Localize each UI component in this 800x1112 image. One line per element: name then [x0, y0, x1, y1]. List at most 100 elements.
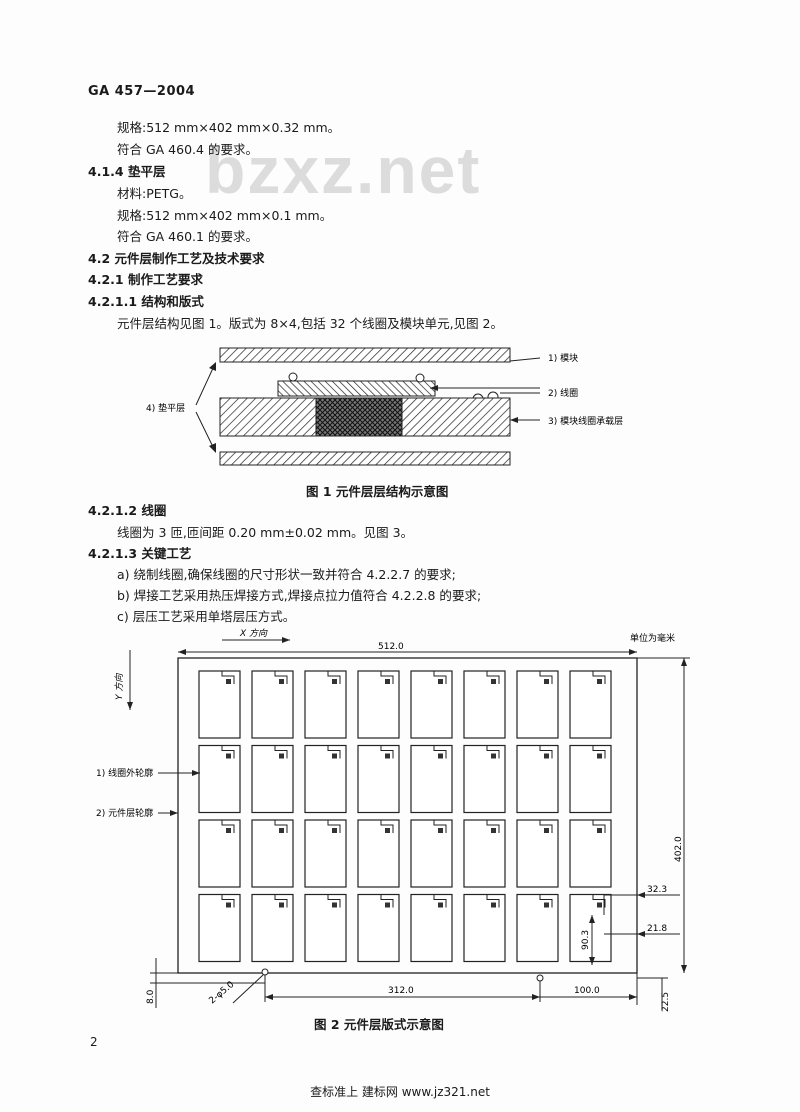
section-4-1-4-heading: 4.1.4 垫平层 — [88, 164, 166, 179]
process-item-c: c) 层压工艺采用单塔层压方式。 — [117, 609, 296, 624]
coil-unit-outline — [198, 819, 241, 888]
coil-lead — [592, 820, 606, 833]
coil-lead — [274, 745, 288, 759]
label-coil: 2) 线圈 — [548, 387, 578, 399]
coil-unit-outline — [410, 670, 453, 739]
module-chip — [491, 753, 496, 759]
coil-lead — [486, 745, 500, 759]
module-chip — [544, 753, 549, 759]
coil-grid — [198, 670, 612, 963]
module-chip — [544, 828, 549, 833]
coil-lead — [486, 820, 500, 833]
coil-unit-outline — [410, 744, 453, 814]
coil-unit-outline — [251, 893, 294, 963]
coil-unit-outline — [516, 670, 559, 739]
spec-line-2: 符合 GA 460.4 的要求。 — [117, 142, 258, 157]
coil-paragraph: 线圈为 3 匝,匝间距 0.20 mm±0.02 mm。见图 3。 — [117, 525, 414, 540]
coil-lead — [327, 894, 341, 908]
structure-paragraph: 元件层结构见图 1。版式为 8×4,包括 32 个线圈及模块单元,见图 2。 — [117, 316, 504, 331]
dim-8: 8.0 — [146, 989, 156, 1004]
figure-1-diagram: 1) 模块 2) 线圈 3) 模块线圈承载层 4) 垫平层 — [146, 347, 623, 466]
coil-wire — [288, 372, 298, 382]
coil-unit-outline — [357, 819, 400, 888]
spec-line-1: 规格:512 mm×402 mm×0.32 mm。 — [117, 120, 341, 135]
coil-lead — [380, 745, 394, 759]
module-chip — [597, 902, 602, 908]
section-4-2-1-1-heading: 4.2.1.1 结构和版式 — [88, 294, 204, 309]
coil-lead — [592, 671, 606, 684]
module-chip — [438, 679, 443, 684]
coil-lead — [274, 671, 288, 684]
mounting-hole — [261, 968, 269, 976]
module-chip — [226, 902, 231, 908]
coil-unit-outline — [463, 819, 506, 888]
coil-lead — [274, 894, 288, 908]
carrier-right — [401, 397, 511, 437]
coil-unit-outline — [304, 744, 347, 814]
y-direction-label: Y 方向 — [114, 673, 125, 700]
material-line: 材料:PETG。 — [117, 186, 192, 201]
module-chip — [597, 753, 602, 759]
module-chip — [544, 902, 549, 908]
coil-unit-outline — [198, 744, 241, 814]
spec-line-4: 符合 GA 460.1 的要求。 — [117, 229, 258, 244]
coil-lead — [433, 745, 447, 759]
coil-lead — [380, 894, 394, 908]
coil-lead — [380, 820, 394, 833]
coil-unit-outline — [516, 893, 559, 963]
coil-lead — [539, 745, 553, 759]
mounting-hole — [536, 974, 544, 982]
coil-unit-outline — [410, 819, 453, 888]
dim-width: 512.0 — [378, 642, 404, 652]
module-body — [315, 397, 403, 437]
figure-2-diagram: X 方向 Y 方向 单位为毫米 512.0 1) 线圈外轮廓 2) 元件层轮廓 … — [96, 628, 690, 1012]
coil-unit-outline — [304, 819, 347, 888]
standard-number-header: GA 457—2004 — [88, 84, 196, 99]
coil-lead — [539, 894, 553, 908]
coil-unit-outline — [463, 893, 506, 963]
label-shim: 4) 垫平层 — [146, 402, 185, 414]
coil-unit-outline — [198, 893, 241, 963]
module-chip — [597, 828, 602, 833]
coil-unit-outline — [198, 670, 241, 739]
process-item-a: a) 绕制线圈,确保线圈的尺寸形状一致并符合 4.2.2.7 的要求; — [117, 567, 456, 582]
module-chip — [597, 679, 602, 684]
dim-height: 402.0 — [674, 836, 684, 862]
coil-lead — [221, 820, 235, 833]
module-chip — [332, 753, 337, 759]
module-chip — [491, 679, 496, 684]
coil-unit-outline — [251, 744, 294, 814]
section-4-2-1-heading: 4.2.1 制作工艺要求 — [88, 272, 203, 287]
coil-lead — [221, 745, 235, 759]
coil-lead — [221, 894, 235, 908]
coil-lead — [433, 894, 447, 908]
coil-unit-outline — [569, 744, 612, 814]
coil-unit-outline — [357, 893, 400, 963]
label-coil-outline: 1) 线圈外轮廓 — [96, 767, 153, 779]
coil-unit-outline — [357, 670, 400, 739]
dim-21-8: 21.8 — [647, 924, 667, 934]
page-number: 2 — [90, 1035, 98, 1049]
spec-line-3: 规格:512 mm×402 mm×0.1 mm。 — [117, 208, 333, 223]
label-module: 1) 模块 — [548, 352, 578, 364]
dim-holes: 2-φ5.0 — [208, 980, 237, 1007]
module-chip — [279, 902, 284, 908]
dim-32-3: 32.3 — [647, 885, 667, 895]
coil-lead — [592, 745, 606, 759]
coil-lead — [221, 671, 235, 684]
coil-lead — [539, 671, 553, 684]
module-chip — [226, 753, 231, 759]
coil-lead — [327, 820, 341, 833]
coil-wire — [415, 373, 425, 383]
coil-unit-outline — [516, 744, 559, 814]
coil-unit-outline — [251, 670, 294, 739]
module-chip — [279, 828, 284, 833]
coil-lead — [380, 671, 394, 684]
watermark-text: bzxz.net — [205, 133, 482, 207]
dim-22-5: 22.5 — [661, 992, 671, 1012]
module-chip — [385, 902, 390, 908]
figure-1-caption: 图 1 元件层层结构示意图 — [306, 484, 449, 499]
coil-unit-outline — [463, 670, 506, 739]
coil-unit-outline — [463, 744, 506, 814]
unit-label: 单位为毫米 — [630, 632, 675, 644]
